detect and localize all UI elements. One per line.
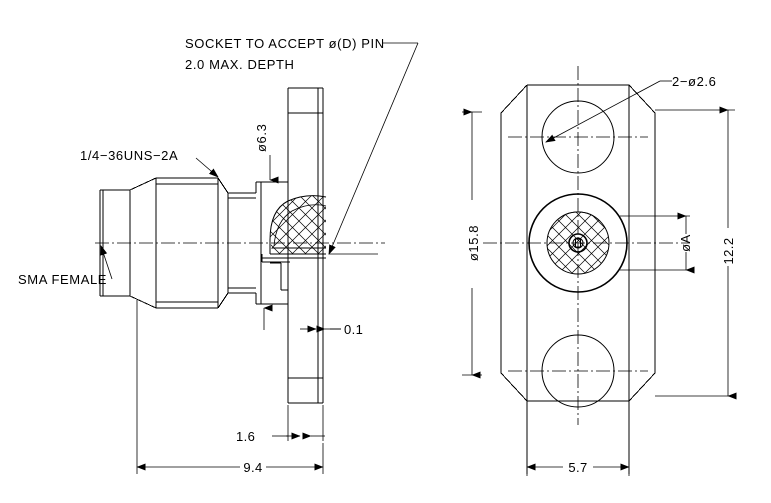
mounting-hole-top: [541, 100, 615, 174]
callout-flange-dia: ø6.3: [254, 124, 279, 184]
label-body-dia: ø15.8: [466, 225, 481, 261]
note-socket-line2: 2.0 MAX. DEPTH: [185, 57, 295, 72]
dim-body-dia-group: ø15.8: [462, 108, 482, 379]
label-contact-dia: øA: [678, 234, 693, 252]
center-contact-slot: [575, 238, 581, 248]
side-view-group: 0.1 1.6 9.4 ø6.3 SO: [18, 36, 419, 475]
dim-0p1-group: 0.1: [300, 300, 363, 345]
center-contact-outer: [568, 233, 588, 253]
connector-body-outline: [99, 177, 288, 309]
dim-1p6-group: 1.6: [236, 405, 325, 444]
dim-contact-dia-group: øA: [620, 212, 695, 274]
callout-mounting-holes: 2−ø2.6: [545, 74, 716, 143]
label-mounting-holes: 2−ø2.6: [672, 74, 716, 89]
dim-flange-width-group: 5.7: [526, 459, 630, 476]
dim-9p4-group: 9.4: [136, 300, 324, 475]
label-flange-dia: ø6.3: [254, 124, 269, 152]
dim-step-thickness-text: 0.1: [344, 322, 363, 337]
body-outer-circle: [528, 193, 628, 293]
note-socket-line1: SOCKET TO ACCEPT ø(D) PIN: [185, 36, 385, 51]
socket-insulator-section: [261, 195, 327, 263]
label-sma-female: SMA FEMALE: [18, 272, 107, 287]
dim-flange-width-text: 5.7: [568, 460, 587, 475]
callout-socket-note: SOCKET TO ACCEPT ø(D) PIN 2.0 MAX. DEPTH: [185, 36, 419, 255]
front-view-group: 2−ø2.6 ø15.8 øA 12.2: [462, 66, 737, 476]
mounting-hole-bottom: [541, 334, 615, 408]
dim-hole-spacing-group: 12.2: [655, 106, 737, 400]
callout-sma-female: SMA FEMALE: [18, 245, 113, 287]
center-contact-inner: [572, 237, 584, 249]
dim-overall-length-text: 9.4: [243, 460, 262, 475]
callout-thread: 1/4−36UNS−2A: [80, 148, 219, 178]
insulator-disc: [546, 211, 610, 275]
label-thread: 1/4−36UNS−2A: [80, 148, 178, 163]
dim-hole-spacing-text: 12.2: [721, 238, 736, 265]
dim-flange-thickness-text: 1.6: [236, 429, 255, 444]
